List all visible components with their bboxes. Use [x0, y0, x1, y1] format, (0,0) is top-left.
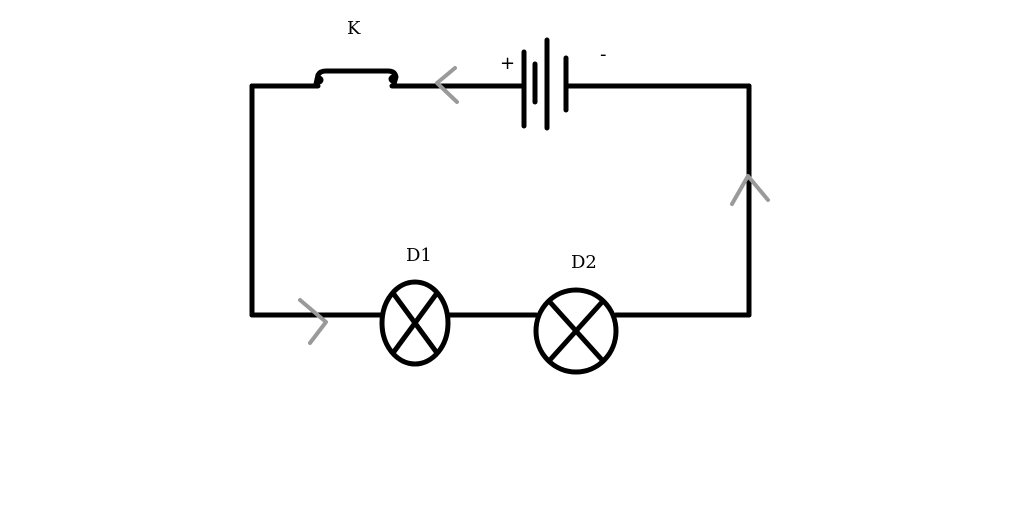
switch-contact-right — [388, 74, 398, 84]
switch-label: K — [347, 18, 361, 39]
battery-plus-label: + — [500, 53, 515, 74]
switch-lever — [313, 68, 399, 87]
lamp-d1-label: D1 — [406, 245, 432, 266]
arrow-icon — [298, 298, 328, 345]
switch-contact-left — [314, 75, 324, 85]
battery-icon — [521, 37, 569, 131]
battery-minus-label: - — [600, 44, 607, 65]
wires — [249, 83, 752, 318]
current-arrows — [298, 66, 770, 345]
lamp-cross-icon — [379, 279, 451, 367]
lamp-d2-cross-b — [546, 298, 606, 364]
lamp-cross-icon — [533, 287, 619, 375]
switch-icon — [313, 68, 399, 87]
arrow-icon — [730, 174, 770, 206]
arrow-icon — [435, 66, 459, 104]
lamp-d1-cross-b — [390, 290, 440, 356]
lamp-d2-label: D2 — [571, 252, 597, 273]
